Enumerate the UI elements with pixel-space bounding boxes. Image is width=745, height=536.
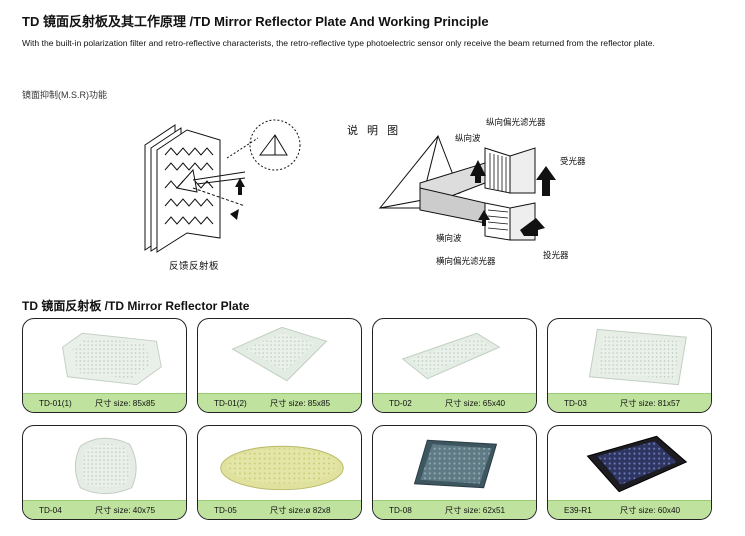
product-model: TD-03 [564,398,587,408]
product-model: TD-01(2) [214,398,247,408]
product-model: TD-02 [389,398,412,408]
reflector-plate-image [61,332,162,386]
reflector-plate-image [74,437,137,495]
reflector-caption: 反馈反射板 [169,261,220,272]
msr-label: 镜面抑制(M.S.R)功能 [22,90,107,100]
reflector-plate-image [231,326,328,382]
product-model: E39-R1 [564,505,592,515]
product-card: TD-03 尺寸 size: 81x57 [547,318,712,413]
vertical-wave-label: 纵向波 [455,133,481,143]
product-size: 尺寸 size: 60x40 [620,506,681,515]
intro-text: With the built-in polarization filter an… [22,38,655,48]
product-size: 尺寸 size: 40x75 [95,506,156,515]
reflector-plate-image [413,439,498,489]
vertical-polarizer-label: 纵向偏光滤光器 [486,117,546,127]
product-size: 尺寸 size: 62x51 [445,506,506,515]
principle-diagram [378,135,556,241]
product-card: TD-02 尺寸 size: 65x40 [372,318,537,413]
horizontal-wave-label: 横向波 [436,233,462,243]
emitter-label: 投光器 [543,250,569,260]
product-card: TD-04 尺寸 size: 40x75 [22,425,187,520]
product-model: TD-04 [39,505,62,515]
reflector-plate-image [586,435,688,493]
product-size: 尺寸 size:ø 82x8 [270,506,331,515]
product-card: TD-01(1) 尺寸 size: 85x85 [22,318,187,413]
product-model: TD-05 [214,505,237,515]
product-size: 尺寸 size: 85x85 [95,399,156,408]
product-card: TD-05 尺寸 size:ø 82x8 [197,425,362,520]
reflector-plate-image [220,445,344,491]
reflector-plate-image [588,328,687,386]
receiver-label: 受光器 [560,156,586,166]
product-card: E39-R1 尺寸 size: 60x40 [547,425,712,520]
product-size: 尺寸 size: 81x57 [620,399,681,408]
diagram-title: 说 明 图 [347,125,402,137]
reflector-plate-image [401,332,501,380]
product-card: TD-01(2) 尺寸 size: 85x85 [197,318,362,413]
product-card: TD-08 尺寸 size: 62x51 [372,425,537,520]
horizontal-polarizer-label: 横向偏光滤光器 [436,256,496,266]
page-title: TD 镜面反射板及其工作原理 /TD Mirror Reflector Plat… [22,14,489,29]
reflector-plate-diagram [144,119,301,253]
product-model: TD-01(1) [39,398,72,408]
product-size: 尺寸 size: 65x40 [445,399,506,408]
product-model: TD-08 [389,505,412,515]
products-section-title: TD 镜面反射板 /TD Mirror Reflector Plate [22,299,250,313]
product-size: 尺寸 size: 85x85 [270,399,331,408]
